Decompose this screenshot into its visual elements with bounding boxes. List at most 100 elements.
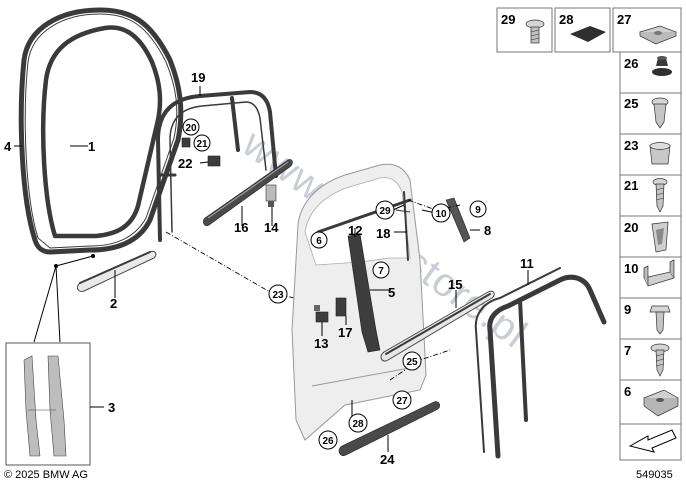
grid-cell-28[interactable]: 28 [554, 7, 611, 53]
detail-box-part-3 [5, 342, 104, 466]
callout-17[interactable]: 17 [338, 325, 352, 340]
grid-cell-7[interactable]: 7 [619, 338, 682, 381]
window-trim-strip[interactable] [203, 159, 293, 227]
pillar-cover-part-8[interactable] [445, 197, 471, 243]
svg-text:28: 28 [352, 419, 364, 430]
arrow-icon [628, 429, 677, 453]
callout-18[interactable]: 18 [376, 226, 390, 241]
pillar-trim-part-12[interactable] [347, 233, 381, 353]
callout-6[interactable]: 6 [310, 231, 328, 249]
hex-screw-icon [649, 305, 671, 335]
svg-text:29: 29 [501, 12, 515, 27]
plug-icon [649, 142, 671, 165]
screw-icon [525, 19, 545, 44]
callout-25[interactable]: 25 [402, 351, 422, 371]
svg-text:6: 6 [624, 384, 631, 399]
svg-text:26: 26 [624, 56, 638, 71]
callout-14[interactable]: 14 [264, 220, 279, 235]
callout-4[interactable]: 4 [4, 139, 12, 154]
svg-text:27: 27 [396, 396, 408, 407]
svg-text:27: 27 [617, 12, 631, 27]
clamp-clip-icon [643, 389, 679, 417]
callout-19[interactable]: 19 [191, 70, 205, 85]
callout-12[interactable]: 12 [348, 223, 362, 238]
callout-28[interactable]: 28 [348, 413, 368, 433]
door-frame-seal-inner[interactable] [40, 25, 163, 239]
plastic-screw-icon [651, 97, 669, 129]
grid-cell-26[interactable]: 26 [619, 51, 682, 94]
svg-text:25: 25 [406, 357, 418, 368]
callout-21[interactable]: 21 [193, 134, 211, 152]
svg-text:9: 9 [475, 205, 481, 216]
callout-11[interactable]: 11 [520, 256, 534, 271]
fastener-22-marker[interactable] [207, 155, 221, 167]
expanding-rivet-icon [652, 56, 672, 76]
svg-text:26: 26 [322, 436, 334, 447]
door-frame-seal-outer[interactable] [18, 7, 184, 255]
grid-cell-20[interactable]: 20 [619, 215, 682, 258]
callout-22[interactable]: 22 [178, 156, 192, 171]
grid-cell-25[interactable]: 25 [619, 92, 682, 135]
svg-text:25: 25 [624, 96, 638, 111]
circled-callouts: 20 21 6 29 10 9 7 23 25 27 28 26 [182, 118, 487, 450]
callout-3[interactable]: 3 [108, 400, 115, 415]
svg-text:23: 23 [272, 290, 284, 301]
parts-grid: 29 28 27 26 [496, 7, 682, 461]
svg-text:20: 20 [624, 220, 638, 235]
callout-24[interactable]: 24 [380, 452, 395, 467]
foam-pad-icon [570, 26, 606, 42]
diagram-number: 549035 [636, 469, 673, 481]
svg-text:28: 28 [559, 12, 573, 27]
svg-text:29: 29 [379, 206, 391, 217]
sill-trim-part-24[interactable] [338, 401, 440, 456]
callout-labels: 4 1 2 3 19 22 16 14 12 18 8 5 15 11 13 1… [4, 70, 534, 467]
svg-text:20: 20 [185, 123, 197, 134]
svg-text:6: 6 [316, 236, 322, 247]
svg-text:21: 21 [624, 178, 638, 193]
part-17[interactable] [335, 297, 347, 317]
svg-text:23: 23 [624, 138, 638, 153]
svg-text:21: 21 [196, 139, 208, 150]
svg-text:7: 7 [378, 266, 384, 277]
grid-cell-9[interactable]: 9 [619, 297, 682, 340]
svg-text:9: 9 [624, 302, 631, 317]
grid-cell-29[interactable]: 29 [496, 7, 553, 53]
grid-cell-27[interactable]: 27 [612, 7, 682, 53]
wedge-clip-icon [651, 221, 669, 253]
rocker-seal-part[interactable] [76, 251, 157, 292]
callout-2[interactable]: 2 [110, 296, 117, 311]
svg-text:7: 7 [624, 343, 631, 358]
clip-part-14[interactable] [265, 184, 277, 207]
outer-belt-seal-part-15[interactable] [380, 290, 495, 362]
copyright-text: © 2025 BMW AG [4, 469, 88, 481]
callout-8[interactable]: 8 [484, 223, 491, 238]
fastener-21-marker [181, 137, 191, 148]
callout-20[interactable]: 20 [182, 118, 200, 136]
callout-1[interactable]: 1 [88, 139, 95, 154]
svg-text:10: 10 [435, 209, 447, 220]
svg-text:10: 10 [624, 261, 638, 276]
callout-15[interactable]: 15 [448, 277, 462, 292]
window-run-channel-part-11[interactable] [474, 267, 607, 459]
callout-13[interactable]: 13 [314, 336, 328, 351]
belt-seal-strip[interactable] [316, 198, 412, 234]
grid-cell-6[interactable]: 6 [619, 379, 682, 425]
washer-screw-icon [650, 343, 670, 377]
grid-cell-23[interactable]: 23 [619, 133, 682, 176]
self-tapping-screw-icon [652, 178, 668, 213]
callout-23[interactable]: 23 [268, 284, 288, 304]
callout-16[interactable]: 16 [234, 220, 248, 235]
grid-cell-10[interactable]: 10 [619, 256, 682, 299]
grid-cell-arrow [619, 423, 682, 461]
callout-7[interactable]: 7 [372, 261, 390, 279]
callout-29[interactable]: 29 [375, 200, 395, 220]
callout-26[interactable]: 26 [318, 430, 338, 450]
clip-nut-icon [639, 25, 677, 45]
bracket-icon [643, 259, 675, 287]
grid-cell-21[interactable]: 21 [619, 174, 682, 217]
callout-5[interactable]: 5 [388, 285, 395, 300]
callout-27[interactable]: 27 [392, 390, 412, 410]
callout-10[interactable]: 10 [431, 203, 451, 223]
callout-9[interactable]: 9 [469, 200, 487, 218]
